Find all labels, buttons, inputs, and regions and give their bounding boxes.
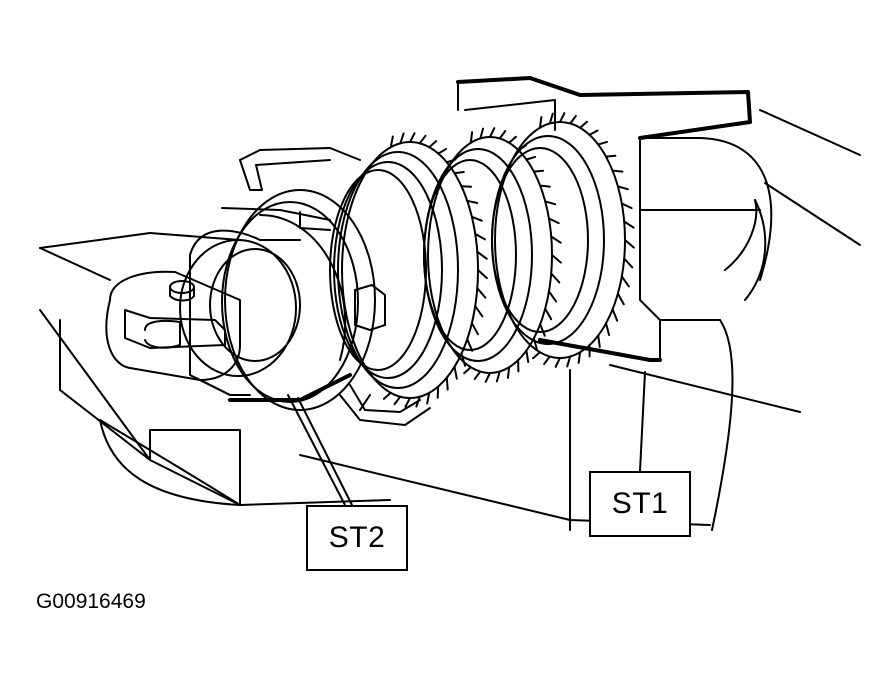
gear-tooth <box>460 185 473 188</box>
gear-tooth <box>466 338 474 352</box>
gear-tooth <box>404 397 411 408</box>
gear-tooth <box>623 220 635 229</box>
gear-tooth <box>611 308 619 322</box>
gear-tooth <box>474 232 486 241</box>
gear-tooth <box>548 290 558 303</box>
gear-tooth <box>506 366 511 379</box>
gear-tooth <box>484 372 491 383</box>
gear-tooth <box>409 132 416 143</box>
gear-tooth <box>525 349 530 363</box>
gear-tooth <box>453 365 458 380</box>
gear-tooth <box>550 235 562 244</box>
gear-tooth <box>548 217 560 225</box>
shaft-end <box>169 229 301 396</box>
gear-tooth <box>620 202 633 210</box>
gear-tooth <box>566 355 572 368</box>
gear-tooth <box>544 200 557 206</box>
gear-tooth <box>539 184 551 188</box>
gear-tooth <box>470 215 483 222</box>
gear-tooth <box>616 292 625 306</box>
gear-tooth <box>466 199 479 204</box>
gear-tooth <box>495 370 501 383</box>
yoke <box>105 270 251 396</box>
press-block-st1 <box>456 76 773 362</box>
gear-tooth <box>389 135 394 149</box>
gear-tooth <box>539 323 546 337</box>
gear-tooth <box>517 144 527 151</box>
gear-tooth <box>476 250 488 260</box>
gear-tooth <box>445 158 457 164</box>
gear-tooth <box>569 115 577 125</box>
gear-tooth <box>597 140 608 146</box>
gear-tooth <box>498 130 507 140</box>
gear-tooth <box>620 275 630 288</box>
gear-tooth <box>382 391 392 400</box>
callout-st2: ST2 <box>306 505 408 571</box>
gear-tooth <box>525 155 537 161</box>
gear-tooth <box>469 131 474 144</box>
gear-tooth <box>474 305 484 318</box>
gear-tooth <box>418 134 427 145</box>
gear-tooth <box>532 169 545 173</box>
leader-line-st2 <box>287 394 353 506</box>
figure-id: G00916469 <box>36 590 146 613</box>
gear-tooth <box>616 185 629 191</box>
gear-tooth <box>463 366 472 375</box>
gear-tooth <box>477 269 488 280</box>
gear-tooth <box>611 169 624 173</box>
gear-tooth <box>597 334 601 348</box>
callout-st1: ST1 <box>589 471 691 537</box>
gear-tooth <box>623 257 634 269</box>
gear-tooth <box>445 376 449 391</box>
gear-tooth <box>508 135 517 144</box>
gear-tooth <box>473 370 482 380</box>
gear-tooth <box>605 154 617 158</box>
press-fixture-base <box>39 109 861 531</box>
gear-tooth <box>470 322 479 336</box>
gear-tooth <box>436 385 440 399</box>
gear-tooth <box>460 352 467 367</box>
gear-tooth <box>551 254 562 264</box>
leader-line-st1 <box>639 371 646 472</box>
gear-tooth <box>453 171 465 175</box>
helical-gear-middle <box>423 136 553 374</box>
gear-tooth <box>554 357 561 368</box>
gear-tooth <box>393 395 402 406</box>
helical-gear-rear <box>491 121 626 359</box>
gear-tooth <box>548 112 554 125</box>
synchronizer-ring <box>239 147 431 426</box>
synchro-hub-gear <box>329 141 479 399</box>
gear-tooth <box>588 129 599 136</box>
gear-tooth <box>550 272 561 284</box>
gear-tooth <box>479 127 485 140</box>
gear-tooth <box>579 120 588 129</box>
gear-tooth <box>437 148 448 155</box>
gear-tooth <box>624 239 635 249</box>
gear-teeth <box>382 112 635 408</box>
gear-tooth <box>538 116 543 129</box>
gear-tooth <box>544 307 553 321</box>
gear-tooth <box>605 322 611 336</box>
gear-tooth <box>476 287 487 299</box>
gear-tooth <box>428 140 438 149</box>
gear-tooth <box>559 112 566 123</box>
gear-tooth <box>543 355 551 365</box>
gear-tooth <box>532 337 539 351</box>
gear-tooth <box>426 391 431 405</box>
gear-tooth <box>532 351 541 360</box>
gear-tooth <box>399 132 405 145</box>
gear-tooth <box>489 127 496 138</box>
gear-tooth <box>577 351 582 364</box>
special-tool-st2-collar <box>221 189 376 411</box>
